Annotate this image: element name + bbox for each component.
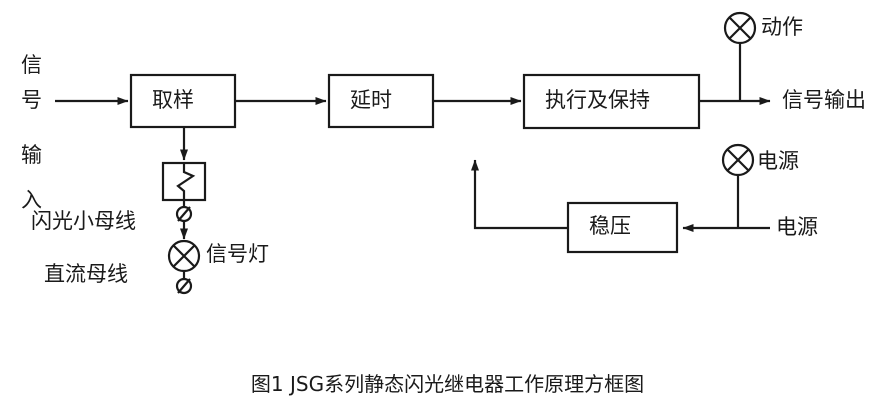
- terminal-upper-slash: [177, 206, 191, 222]
- signal-lamp-cross-2: [172, 244, 196, 268]
- block-delay-label: 延时: [350, 88, 392, 112]
- signal-lamp-label: 信号灯: [206, 242, 269, 266]
- signal-input-char-3: 输: [21, 143, 42, 167]
- dc-bus-label: 直流母线: [44, 262, 128, 286]
- action-lamp-label: 动作: [761, 15, 803, 39]
- action-lamp-cross-2: [728, 16, 752, 40]
- block-execute-label: 执行及保持: [545, 88, 650, 112]
- power-input-label: 电源: [776, 215, 818, 239]
- power-lamp-cross-2: [726, 148, 750, 172]
- figure-caption: 图1 JSG系列静态闪光继电器工作原理方框图: [250, 372, 645, 396]
- terminal-lower-slash: [177, 278, 191, 294]
- arrow-regulator-feedback-to-execute: [471, 159, 568, 230]
- power-lamp-label: 电源: [757, 149, 799, 173]
- signal-input-char-2: 号: [21, 88, 42, 112]
- flash-bus-label: 闪光小母线: [31, 209, 136, 233]
- signal-input-char-1: 信: [21, 53, 42, 77]
- relay-contact-switch-symbol: [176, 163, 196, 200]
- terminal-lower-circle: [175, 277, 193, 295]
- block-regulator-label: 稳压: [589, 214, 631, 238]
- signal-output-label: 信号输出: [782, 88, 866, 112]
- signal-input-char-4: 入: [21, 188, 42, 212]
- block-sampling-label: 取样: [152, 88, 194, 112]
- action-lamp-circle: [723, 11, 757, 45]
